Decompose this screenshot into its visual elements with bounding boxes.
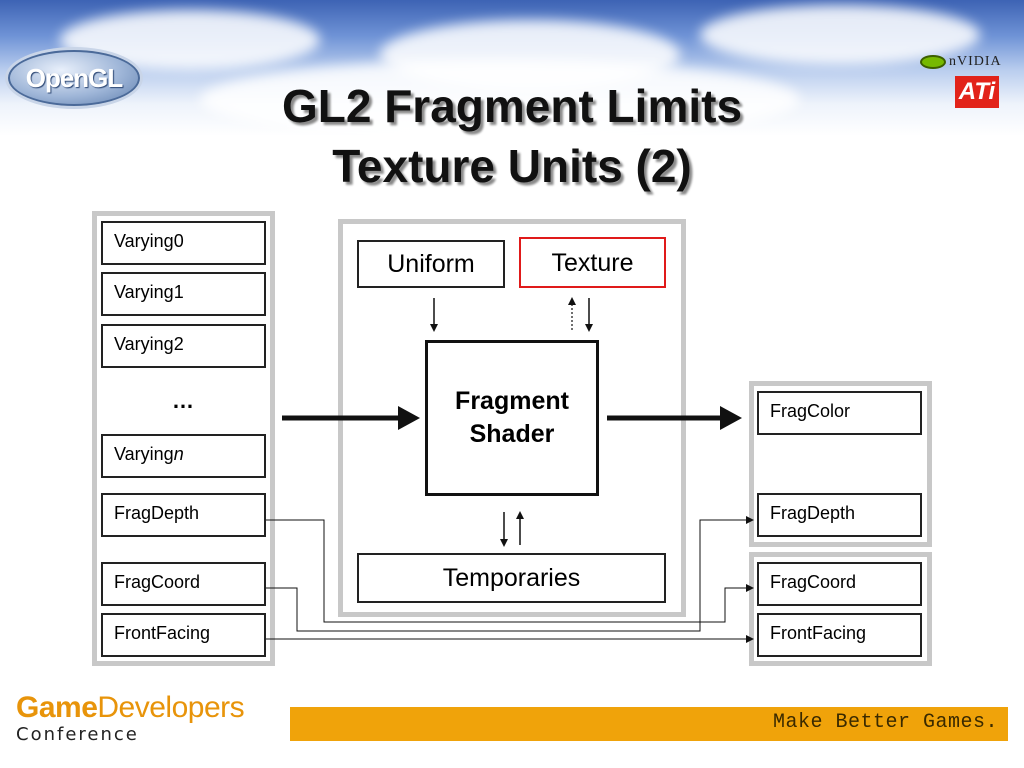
varying1-box: Varying1 [101, 272, 266, 316]
footer-slogan: Make Better Games. [772, 711, 998, 734]
cloud [200, 60, 800, 140]
opengl-logo: OpenGL [8, 50, 140, 106]
nvidia-eye-icon [920, 55, 946, 69]
output-fragdepth-box: FragDepth [757, 493, 922, 537]
varying-n-suffix: n [173, 444, 184, 464]
ati-logo: ATi [955, 76, 999, 108]
output-fragcoord-box: FragCoord [757, 562, 922, 606]
fragment-shader-box: Fragment Shader [425, 340, 599, 496]
output-frontfacing-box: FrontFacing [757, 613, 922, 657]
uniform-box: Uniform [357, 240, 505, 288]
gdc-logo: GameDevelopers Conference [16, 691, 245, 746]
sky-background [0, 0, 1024, 200]
gdc-logo-game: Game [16, 691, 98, 724]
varying0-box: Varying0 [101, 221, 266, 265]
varying2-box: Varying2 [101, 324, 266, 368]
nvidia-logo: nVIDIA [920, 52, 1002, 72]
page-title-line2: Texture Units (2) [332, 140, 692, 192]
input-fragcoord-box: FragCoord [101, 562, 266, 606]
gdc-logo-conference: Conference [16, 724, 139, 745]
texture-box: Texture [519, 237, 666, 288]
gdc-logo-developers: Developers [97, 691, 245, 724]
footer-bar: Make Better Games. [290, 707, 1008, 741]
fragcolor-box: FragColor [757, 391, 922, 435]
varying-n-box: Varyingn [101, 434, 266, 478]
fragment-shader-line2: Shader [469, 420, 555, 448]
input-fragdepth-box: FragDepth [101, 493, 266, 537]
nvidia-logo-text: nVIDIA [949, 54, 1002, 69]
input-frontfacing-box: FrontFacing [101, 613, 266, 657]
temporaries-box: Temporaries [357, 553, 666, 603]
page-title-line1: GL2 Fragment Limits [281, 80, 743, 132]
varying-n-prefix: Varying [114, 444, 174, 464]
opengl-logo-text: OpenGL [25, 62, 124, 93]
varying-ellipsis: … [172, 388, 194, 413]
fragment-shader-line1: Fragment [455, 387, 569, 415]
